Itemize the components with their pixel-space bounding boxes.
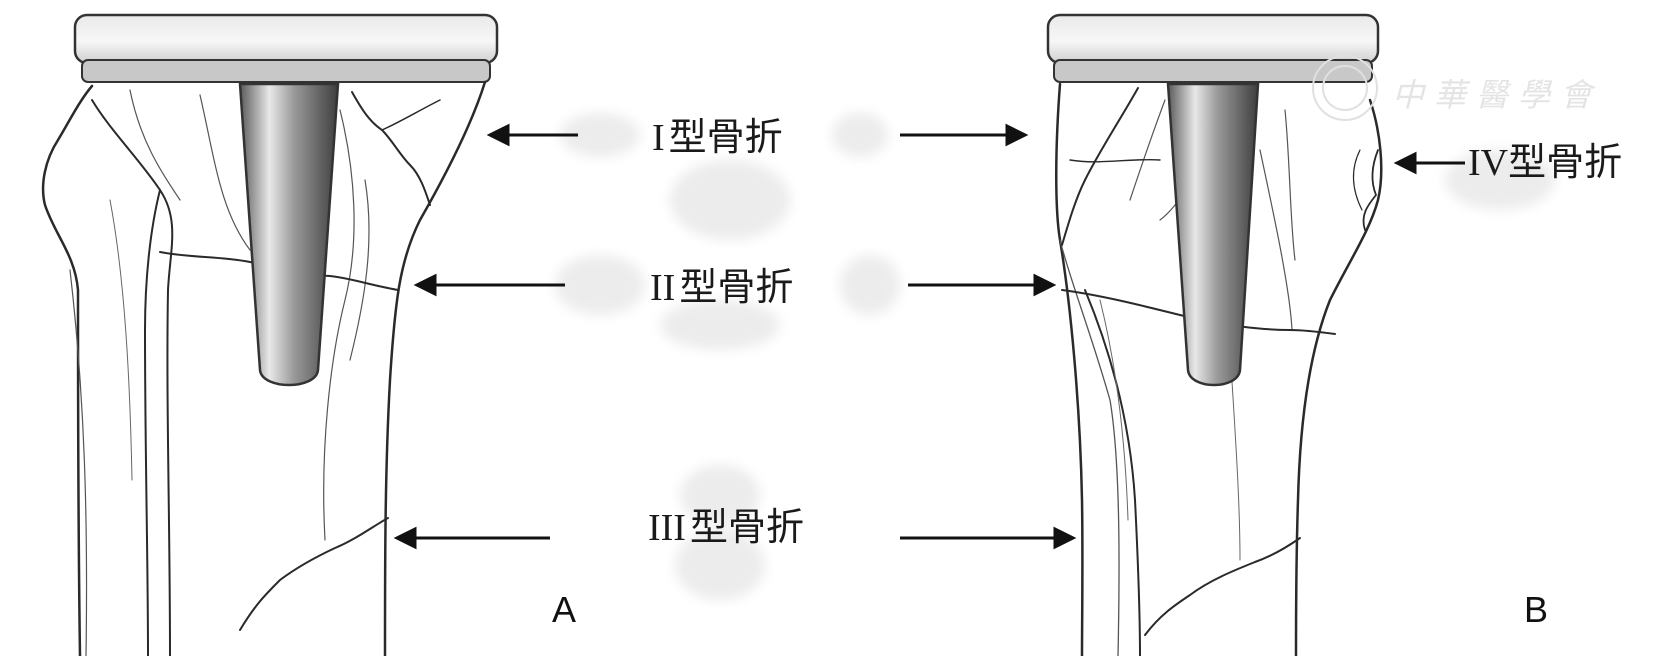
label-type2-text: 型骨折 xyxy=(679,265,794,309)
panel-label-b: B xyxy=(1524,589,1549,630)
label-type4-numeral: IV xyxy=(1468,142,1509,184)
arrow-type4-head xyxy=(1393,151,1417,175)
tibia-left xyxy=(41,13,499,658)
arrow-type1-right-head xyxy=(1005,123,1029,147)
panel-label-a: A xyxy=(552,589,577,630)
label-type1-text: 型骨折 xyxy=(668,115,783,159)
arrow-type3-right-head xyxy=(1053,526,1077,550)
arrow-type3-left-head xyxy=(393,526,417,550)
label-smudges xyxy=(555,113,1555,600)
watermark-text: 中華醫學會 xyxy=(1392,76,1603,114)
arrow-type2-left-head xyxy=(413,273,437,297)
tibia-right xyxy=(1046,13,1383,658)
arrows xyxy=(393,123,1465,550)
label-type3-numeral: III xyxy=(648,507,686,549)
arrow-type1-left-head xyxy=(486,123,510,147)
arrow-type2-right-head xyxy=(1033,273,1057,297)
label-type4: IV型骨折 xyxy=(1468,143,1622,182)
label-type4-text: 型骨折 xyxy=(1508,140,1623,184)
label-type1-numeral: I xyxy=(652,117,665,159)
label-type2-numeral: II xyxy=(650,267,676,309)
label-type3-text: 型骨折 xyxy=(689,505,804,549)
watermark-seal xyxy=(1312,55,1378,121)
